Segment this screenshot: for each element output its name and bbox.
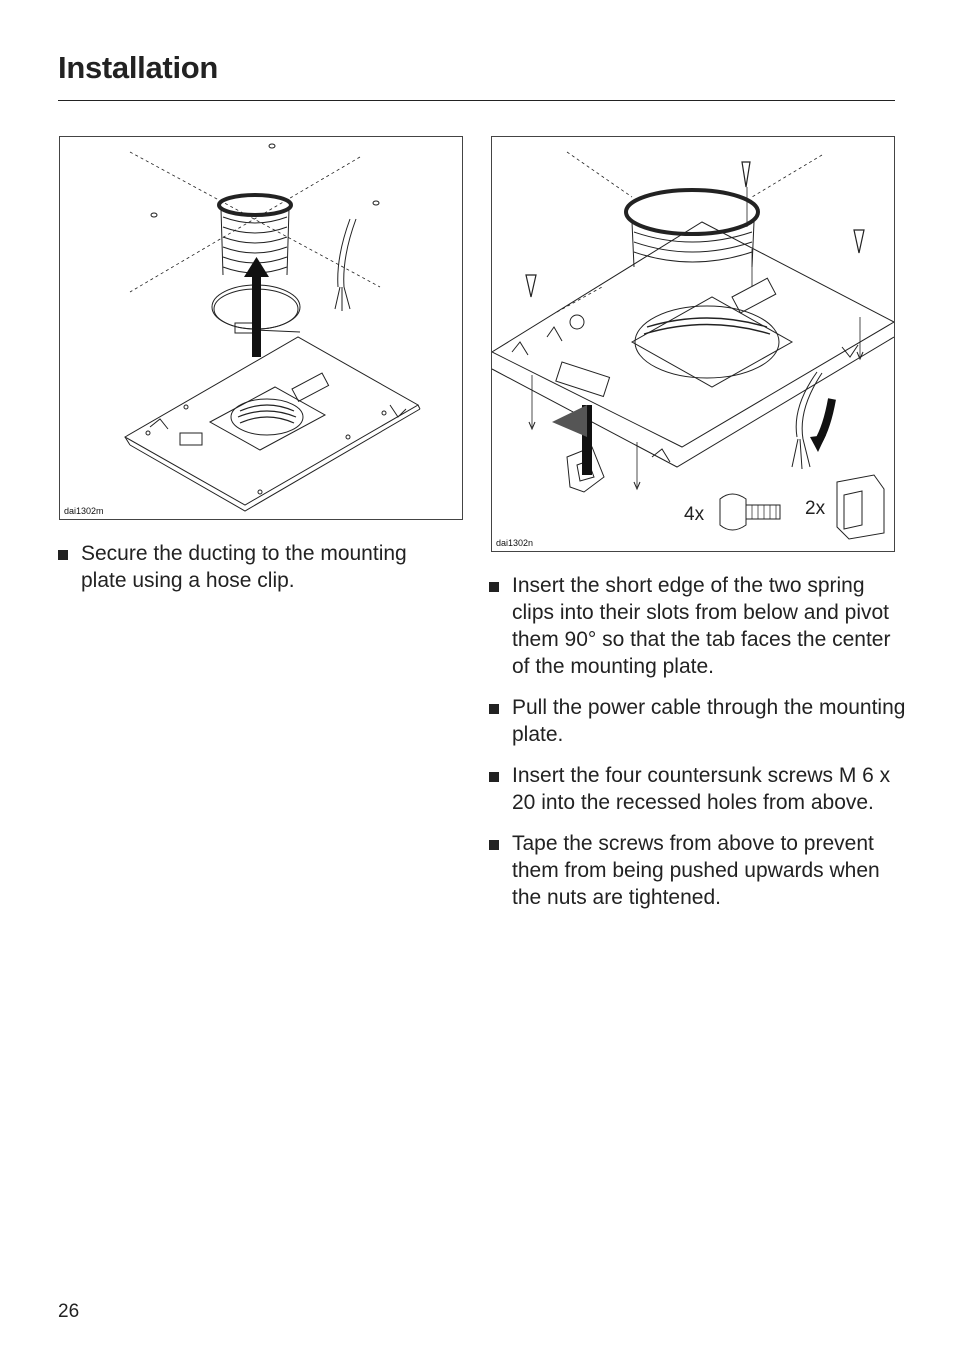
bullet-square-icon: [58, 550, 68, 560]
bullet-square-icon: [489, 772, 499, 782]
bullet-square-icon: [489, 582, 499, 592]
page-number: 26: [58, 1301, 80, 1322]
left-instruction-list: Secure the ducting to the mounting plate…: [58, 540, 458, 608]
clip-count-label: 2x: [805, 498, 826, 519]
screw-count-label: 4x: [684, 504, 705, 525]
bullet-square-icon: [489, 704, 499, 714]
page-title: Installation: [58, 50, 219, 85]
list-item: Insert the four countersunk screws M 6 x…: [489, 762, 909, 816]
title-divider: [58, 100, 895, 101]
illustration-ducting-hose-clip: [123, 143, 421, 512]
figure-code: dai1302n: [496, 538, 534, 548]
figure-mounting-plate-hose-clip: dai1302m: [59, 136, 463, 520]
list-item: Insert the short edge of the two spring …: [489, 572, 909, 680]
bullet-square-icon: [489, 840, 499, 850]
figure-code: dai1302m: [64, 506, 104, 516]
figure-spring-clips-screws: 4x 2x dai1302n: [491, 136, 895, 552]
illustration-spring-clips-screws: 4x 2x: [492, 151, 894, 540]
list-item: Pull the power cable through the mountin…: [489, 694, 909, 748]
right-instruction-list: Insert the short edge of the two spring …: [489, 572, 909, 925]
list-item: Secure the ducting to the mounting plate…: [58, 540, 458, 594]
list-item: Tape the screws from above to prevent th…: [489, 830, 909, 911]
